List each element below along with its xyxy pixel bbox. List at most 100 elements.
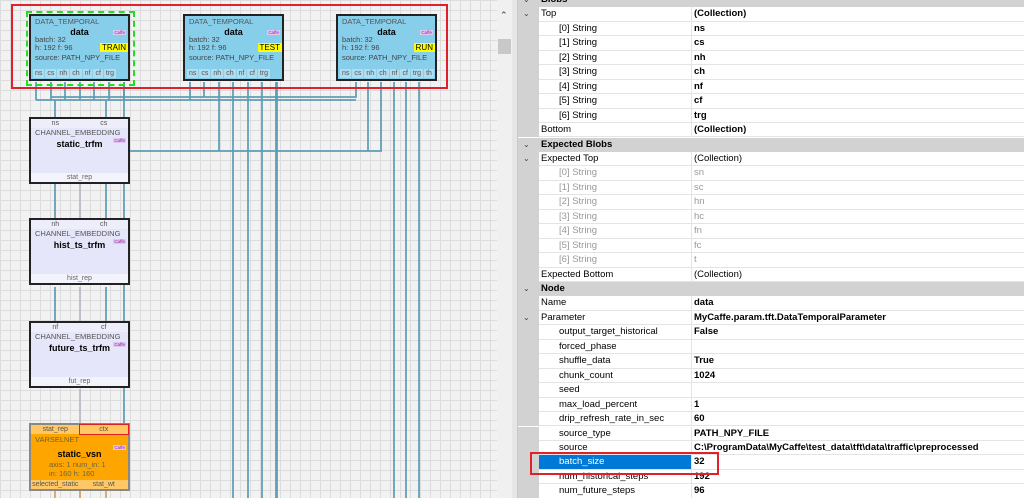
property-value[interactable]: nf [692,80,1024,95]
chevron-down-icon[interactable]: ⌄ [523,139,530,149]
canvas-vertical-scrollbar[interactable]: ⌃ [497,0,512,498]
chevron-down-icon[interactable]: ⌄ [523,9,530,19]
output-port[interactable]: trg [257,69,271,78]
output-port[interactable]: selected_static [31,480,80,489]
property-value[interactable]: C:\ProgramData\MyCaffe\test_data\tft\dat… [692,441,1024,456]
output-port[interactable]: nf [389,69,400,78]
property-name[interactable]: source_type [539,426,692,441]
input-port[interactable]: cs [79,119,128,128]
output-port[interactable]: nh [57,69,70,78]
property-value[interactable]: cf [692,94,1024,109]
property-value[interactable]: cs [692,36,1024,51]
property-name[interactable]: Expected Bottom [539,267,692,282]
property-name[interactable]: [2] String [539,50,692,66]
property-name[interactable]: [0] String [539,21,692,37]
property-value[interactable]: False [692,325,1024,340]
property-row[interactable]: ⌄Top(Collection) [518,7,1024,22]
property-name[interactable]: chunk_count [539,368,692,384]
property-name[interactable]: [0] String [539,166,692,181]
output-port[interactable]: nh [364,69,377,78]
output-port[interactable]: fut_rep [31,377,128,386]
output-port[interactable]: ns [340,69,352,78]
property-name[interactable]: [2] String [539,195,692,210]
property-name[interactable]: [3] String [539,65,692,80]
property-name[interactable]: Blobs [539,0,1024,8]
output-port[interactable]: ch [224,69,236,78]
property-row[interactable]: forced_phase [518,339,1024,355]
property-name[interactable]: batch_size [539,455,692,470]
property-name[interactable]: Bottom [539,123,692,138]
property-row[interactable]: seed [518,383,1024,398]
property-row[interactable]: ⌄Expected Top(Collection) [518,151,1024,167]
chevron-down-icon[interactable]: ⌄ [523,284,530,293]
input-port[interactable]: ch [79,220,128,229]
output-port[interactable]: hist_rep [31,274,128,283]
property-value[interactable]: t [692,253,1024,268]
property-value[interactable]: hn [692,195,1024,210]
output-port[interactable]: cf [247,69,257,78]
output-port[interactable]: stat_rep [31,173,128,182]
chevron-down-icon[interactable]: ⌄ [523,312,530,322]
property-value[interactable]: sc [692,181,1024,196]
property-name[interactable]: num_future_steps [539,484,692,498]
property-name[interactable]: Name [539,296,692,311]
property-name[interactable]: [1] String [539,180,692,196]
property-value[interactable]: sn [692,166,1024,181]
output-port[interactable]: nf [82,69,93,78]
chevron-down-icon[interactable]: ⌄ [523,0,530,7]
input-port[interactable]: nf [31,323,80,332]
property-value[interactable]: trg [692,109,1024,124]
property-row[interactable]: Expected Bottom(Collection) [518,267,1024,282]
property-value[interactable]: True [692,354,1024,369]
property-value[interactable]: fc [692,239,1024,254]
property-value[interactable]: fn [692,224,1024,239]
input-port[interactable]: ns [31,119,80,128]
property-value[interactable]: MyCaffe.param.tft.DataTemporalParameter [692,311,1024,326]
property-name[interactable]: Node [539,282,1024,297]
property-value[interactable] [692,340,1024,355]
property-name[interactable]: [5] String [539,94,692,109]
property-name[interactable]: Parameter [539,310,692,326]
property-name[interactable]: [4] String [539,224,692,239]
splitter[interactable] [512,0,518,498]
property-name[interactable]: [6] String [539,108,692,124]
output-port[interactable]: stat_wt [79,480,128,489]
input-port[interactable]: stat_rep [31,425,80,434]
output-port[interactable]: th [424,69,434,78]
output-port[interactable]: ns [187,69,199,78]
property-value[interactable]: PATH_NPY_FILE [692,427,1024,441]
property-value[interactable]: nh [692,51,1024,66]
output-port[interactable]: cf [93,69,103,78]
property-name[interactable]: drip_refresh_rate_in_sec [539,412,692,427]
property-name[interactable]: [6] String [539,253,692,268]
input-port[interactable]: nh [31,220,80,229]
property-value[interactable]: (Collection) [692,268,1024,282]
output-port[interactable]: nf [236,69,247,78]
property-name[interactable]: forced_phase [539,339,692,355]
property-value[interactable]: (Collection) [692,7,1024,22]
property-value[interactable]: (Collection) [692,123,1024,138]
property-name[interactable]: [4] String [539,79,692,95]
output-port[interactable]: trg [103,69,117,78]
